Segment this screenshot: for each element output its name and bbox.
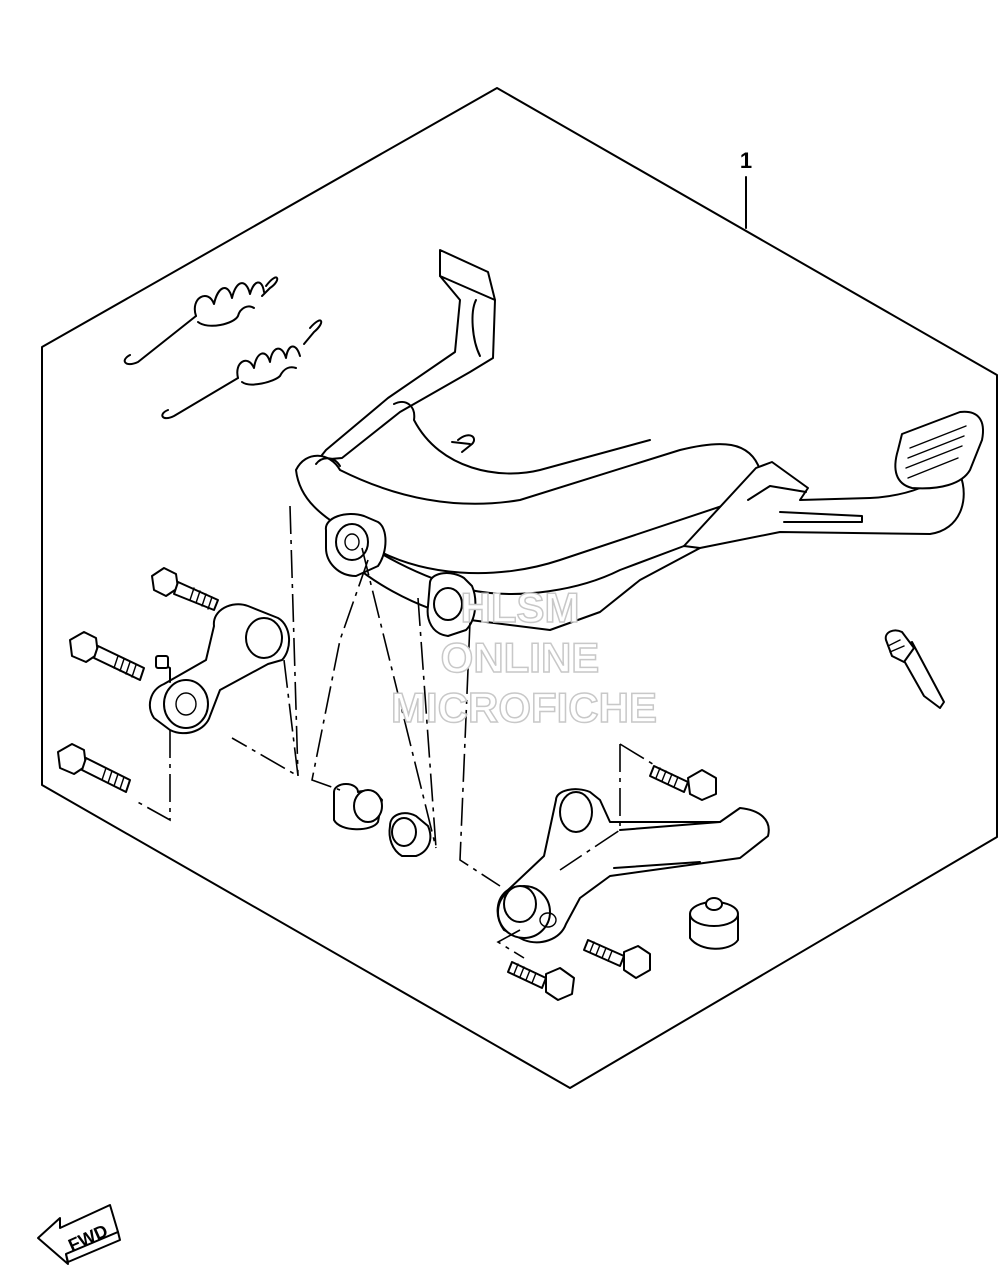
- watermark: HLSM ONLINE MICROFICHE: [390, 583, 658, 732]
- bushing-left: [333, 783, 383, 831]
- assembly-leader-lines: [133, 505, 657, 959]
- bolt-lower-right-1: [583, 939, 651, 979]
- watermark-line-3: MICROFICHE: [391, 684, 657, 731]
- return-spring-upper: [123, 276, 279, 366]
- callout-1: 1: [740, 148, 752, 229]
- bolt-upper-right: [649, 765, 717, 801]
- bushing-right: [388, 812, 432, 857]
- kit-boundary: [41, 87, 998, 1089]
- return-spring-lower: [161, 319, 323, 420]
- watermark-line-2: ONLINE: [441, 634, 600, 681]
- forward-direction-arrow: FWD: [37, 1204, 121, 1265]
- bolt-middle-left: [69, 631, 145, 681]
- right-stand-bracket: [496, 788, 770, 944]
- bolt-upper-left: [151, 567, 219, 611]
- center-stand-frame: [295, 249, 984, 637]
- pivot-pin: [884, 629, 945, 709]
- rubber-stopper: [689, 897, 739, 950]
- watermark-line-1: HLSM: [461, 584, 580, 631]
- bolt-lower-right-2: [507, 961, 575, 1001]
- bolt-lower-left: [57, 743, 131, 793]
- left-stand-bracket: [148, 603, 290, 735]
- callout-label: 1: [740, 148, 752, 173]
